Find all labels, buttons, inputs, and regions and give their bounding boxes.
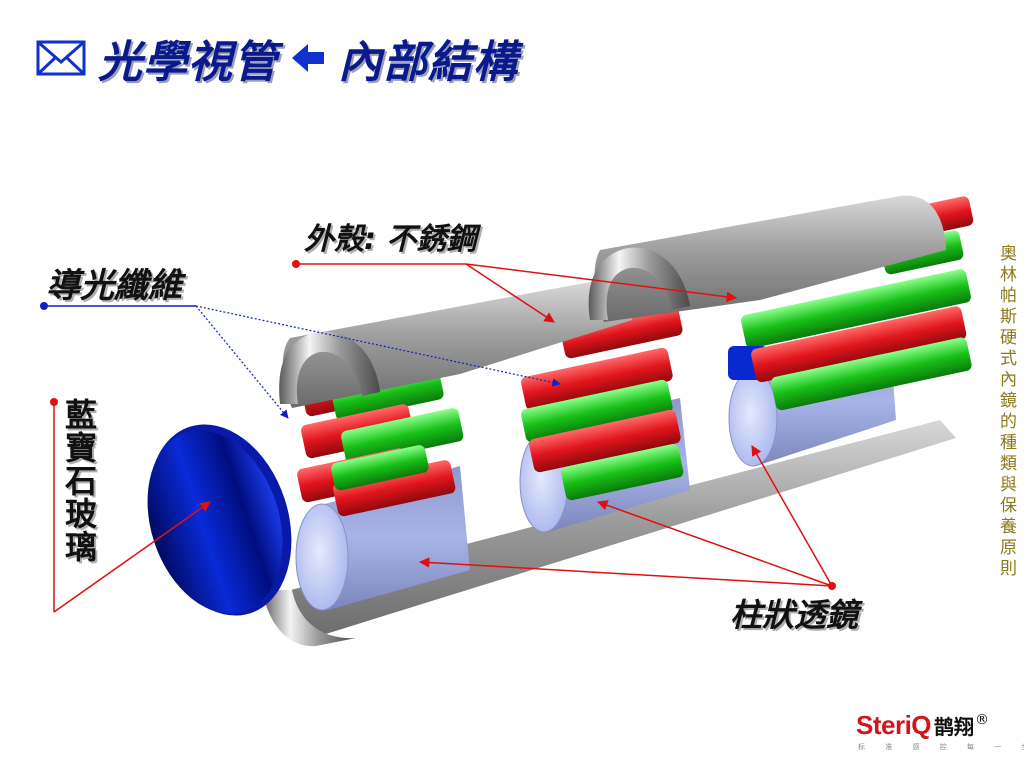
logo-slogan: 标 准 感 控 每 一 步: [858, 743, 1024, 751]
left-arrow-icon: [292, 44, 324, 72]
brand-logo: SteriQ 鹊翔 ®: [856, 710, 989, 744]
title-part1: 光學視管: [98, 37, 278, 88]
shell-leader-lines: [292, 260, 738, 323]
lens-label: 柱狀透鏡: [730, 596, 859, 634]
fiber-label: 導光纖維: [46, 266, 182, 306]
top-shell: [588, 195, 946, 322]
mail-icon: [36, 40, 86, 76]
logo-brand: SteriQ: [856, 710, 932, 740]
sapphire-glass-window: [147, 424, 292, 616]
shell-label: 外殼: 不銹鋼: [304, 222, 477, 257]
page-title: 光學視管 內部結構: [36, 28, 518, 88]
fiber-bundle: [521, 306, 684, 501]
fiber-leader-lines: [40, 302, 561, 419]
bottom-shell: [262, 420, 956, 647]
sapphire-leader-lines: [50, 398, 211, 613]
title-part2: 內部結構: [338, 37, 518, 88]
fiber-bundle: [728, 196, 974, 411]
logo-chinese: 鹊翔: [934, 715, 975, 739]
registered-mark: ®: [975, 712, 990, 728]
side-caption: 奧林帕斯硬式內鏡的種類與保養原則: [996, 244, 1016, 580]
sapphire-label: 藍寶石玻璃: [60, 398, 98, 563]
lens-leader-lines: [418, 445, 836, 590]
